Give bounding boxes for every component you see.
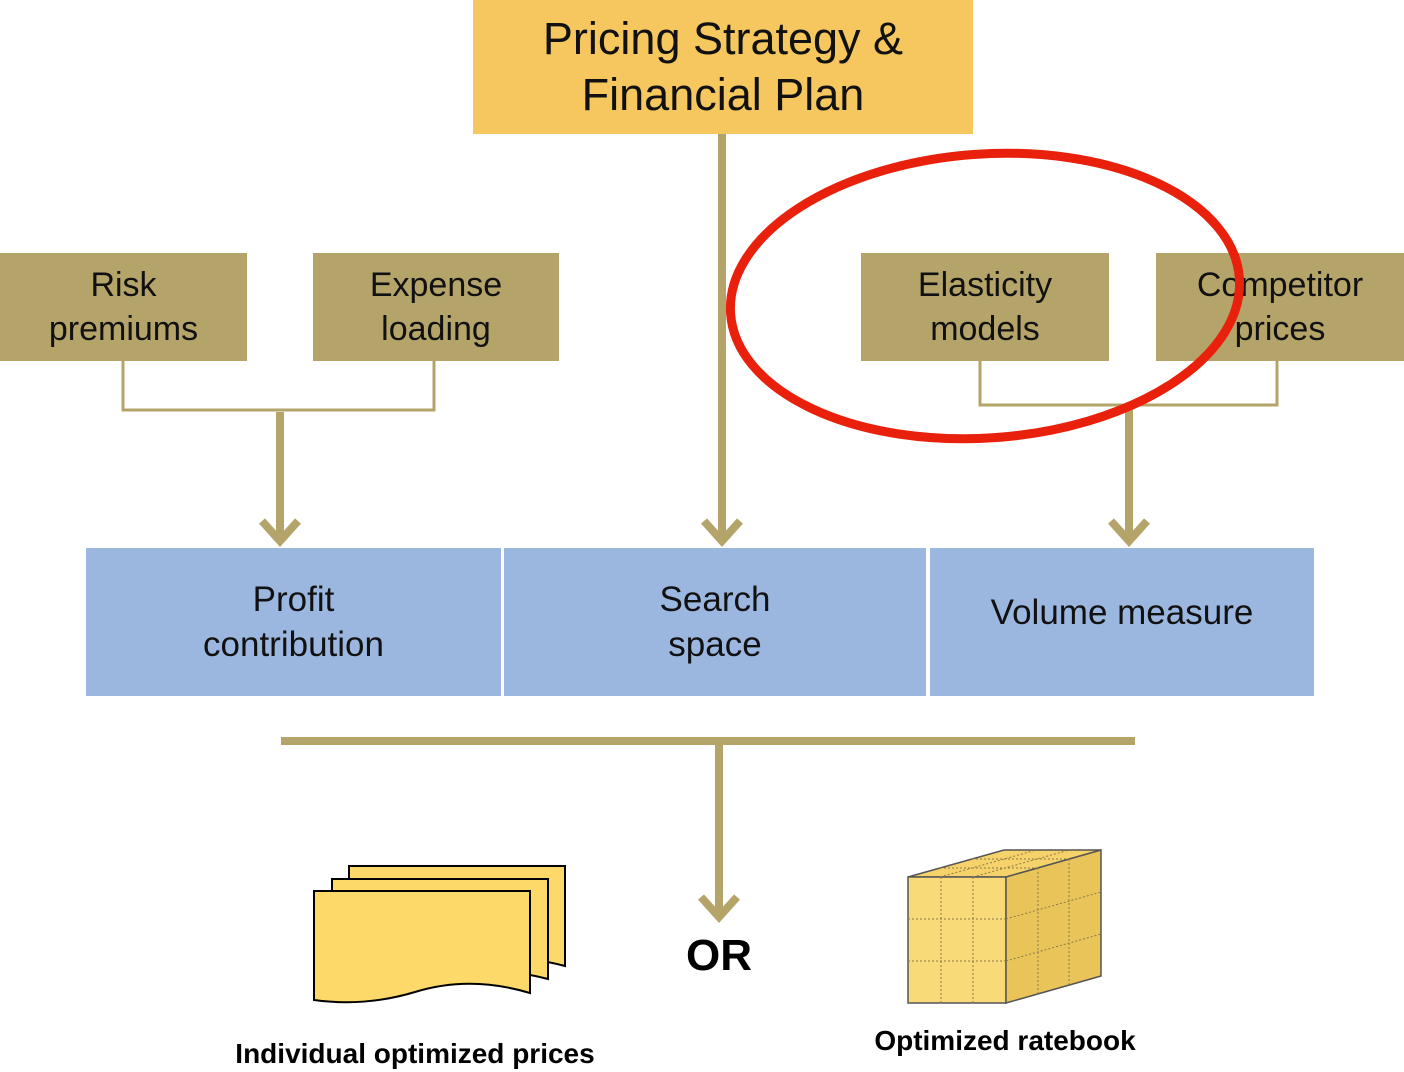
elasticity-models-box: Elasticity models [861,253,1109,361]
center-arrow-head [701,518,743,547]
individual-prices-label: Individual optimized prices [235,1038,595,1069]
right-input-bracket [978,361,1279,407]
optimized-ratebook-label: Optimized ratebook [874,1025,1136,1056]
highlight-ellipse [725,148,1245,444]
right-arrow-head [1108,518,1150,547]
left-arrow-head [259,518,301,547]
output-arrow-head [698,894,740,923]
pricing-strategy-box: Pricing Strategy & Financial Plan [473,0,973,134]
or-label: OR [686,931,752,980]
left-input-bracket [121,361,436,412]
volume-measure-box: Volume measure [930,548,1314,696]
cube-icon [907,849,1102,1004]
expense-loading-box: Expense loading [313,253,559,361]
search-space-box: Search space [504,548,926,696]
profit-contribution-box: Profit contribution [86,548,501,696]
document-stack-icon [313,865,566,1004]
risk-premiums-box: Risk premiums [0,253,247,361]
competitor-prices-box: Competitor prices [1156,253,1404,361]
